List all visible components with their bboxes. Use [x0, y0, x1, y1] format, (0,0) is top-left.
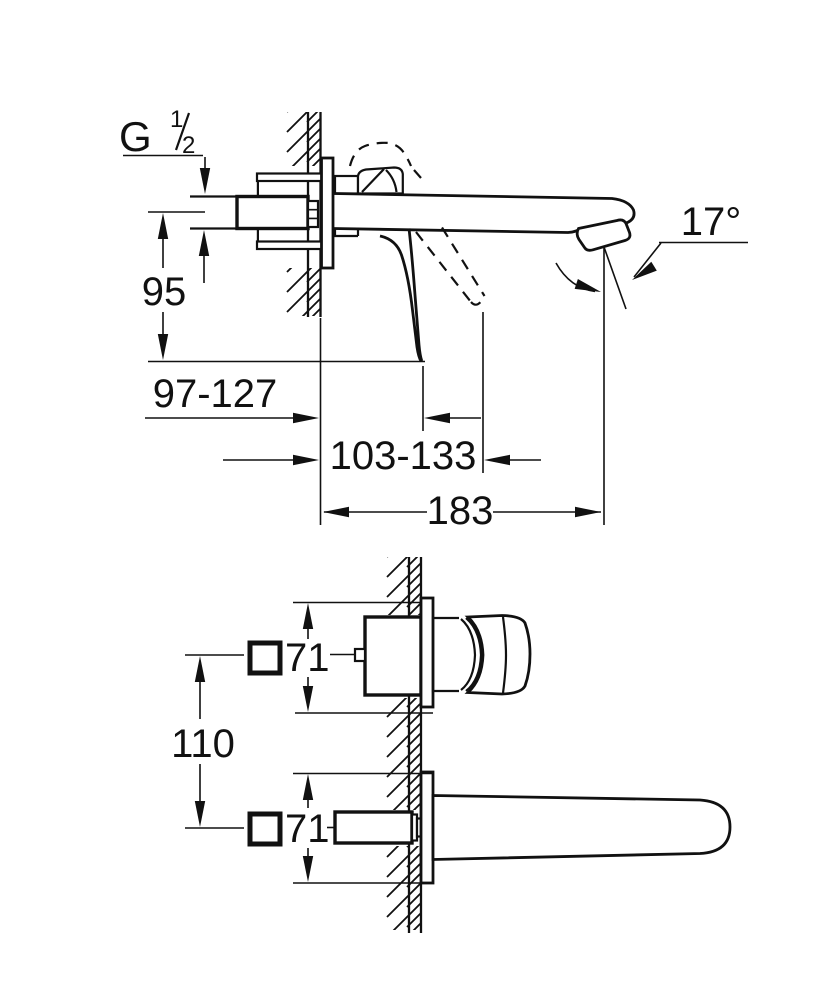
spout-reach-label: 183 — [427, 489, 494, 533]
handle-unit-plan — [353, 596, 532, 709]
dimension-arrow — [302, 774, 314, 800]
handle-neck — [431, 616, 459, 693]
spout-top-edge — [332, 192, 636, 226]
lever-handle — [379, 226, 486, 362]
dimension-angle-17: 17° — [555, 200, 748, 310]
aerator-tip — [575, 218, 632, 252]
projection-open-label: 103-133 — [330, 434, 477, 478]
dimension-arrow — [157, 334, 169, 360]
center-distance-label: 110 — [171, 722, 235, 766]
dimension-arrow — [302, 856, 314, 882]
handle-knob — [464, 614, 532, 696]
spout-square-label: 71 — [285, 807, 330, 851]
dimension-arrow — [424, 412, 450, 424]
bracket-top-flange — [255, 172, 324, 183]
thread-leader-line — [123, 154, 206, 283]
dimension-arrow — [574, 279, 601, 292]
plan-view: 71 110 71 — [171, 557, 732, 933]
dimension-arrow — [323, 506, 349, 518]
spout-unit-plan — [333, 770, 732, 885]
inlet-pipe-stub — [190, 195, 237, 230]
height-dimension-label: 95 — [142, 270, 187, 314]
spout-base-block — [333, 174, 360, 195]
dimension-110: 110 — [171, 654, 244, 829]
angle-reference-line — [603, 246, 627, 310]
spout-angle-label: 17° — [681, 200, 742, 244]
dimension-71-handle: 71 — [247, 601, 433, 714]
dimension-arrow — [194, 801, 206, 827]
wall-hatch-plan-icon — [386, 557, 422, 930]
lever-handle-open-dashed — [415, 226, 486, 306]
escutcheon-plate-side — [320, 156, 335, 270]
wall-section-plan — [386, 557, 423, 933]
dimension-height-95: 95 — [142, 211, 425, 363]
spout-escutcheon-plate — [419, 770, 435, 885]
lever-pivot-detail — [361, 168, 398, 193]
thread-block — [306, 199, 320, 229]
thread-size-denominator: 2 — [182, 132, 195, 159]
spout-bottom-edge — [332, 226, 584, 234]
square-section-icon — [247, 640, 283, 676]
dimension-arrow — [302, 686, 314, 712]
handle-escutcheon-plate — [419, 596, 435, 709]
dimension-arrow — [194, 656, 206, 682]
lever-pivot-body — [356, 166, 404, 195]
projection-closed-label: 97-127 — [153, 372, 278, 416]
angle-arc-right — [633, 242, 662, 278]
dimension-arrow — [302, 603, 314, 629]
handle-box-nub — [353, 647, 367, 663]
dimension-arrow — [632, 261, 657, 280]
dimension-thread-size: G 1 2 — [119, 106, 211, 283]
dimension-arrow — [484, 454, 510, 466]
ext-lines-71-spout — [293, 772, 433, 884]
dimension-arrow — [157, 213, 169, 239]
ext-lines-71-handle — [293, 601, 433, 714]
thread-lines — [308, 208, 318, 220]
dimension-arrow — [293, 412, 319, 424]
handle-collar-arcs — [460, 617, 483, 692]
side-view: G 1 2 95 97-127 — [119, 106, 748, 533]
lever-raised-position-dashed — [348, 141, 422, 179]
thread-size-numerator: 1 — [170, 106, 183, 133]
dimension-arrow — [198, 230, 210, 256]
fraction-slash-icon — [174, 112, 191, 151]
ext-lines-110 — [185, 654, 244, 829]
concealed-body — [190, 172, 324, 251]
extension-lines-side — [319, 247, 605, 525]
spout-shank-step — [333, 228, 360, 238]
spout-side — [332, 192, 636, 252]
spout-supply-pipe — [333, 810, 414, 845]
dimension-arrow — [199, 168, 211, 194]
handle-square-label: 71 — [285, 636, 330, 680]
cartridge-pivot — [333, 141, 422, 195]
bracket-bottom-flange — [255, 240, 324, 251]
dimension-97-127: 97-127 — [145, 372, 481, 424]
handle-concealed-box — [363, 615, 423, 697]
inlet-union-body — [235, 194, 310, 231]
square-section-icon — [247, 811, 283, 847]
thread-size-base: G — [119, 113, 152, 160]
dimension-103-133: 103-133 — [223, 434, 541, 478]
spout-plan-body — [431, 794, 732, 861]
dimension-arrow — [293, 454, 319, 466]
handle-knob-facet — [501, 616, 508, 694]
dimension-71-spout: 71 — [247, 772, 433, 884]
lever-handle-solid — [379, 228, 424, 362]
dimension-arrow — [575, 506, 601, 518]
dimension-183: 183 — [323, 489, 601, 533]
